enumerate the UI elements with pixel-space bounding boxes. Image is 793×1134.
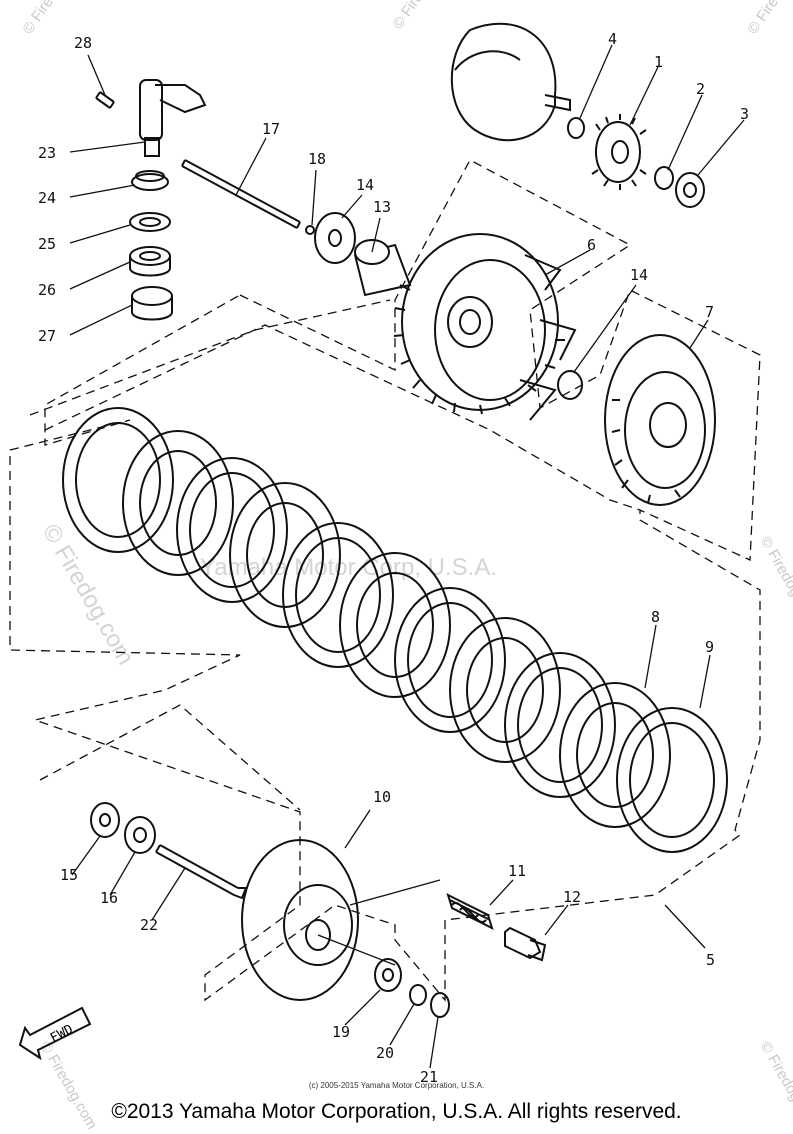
watermark-left: © Firedog.com <box>37 520 139 670</box>
watermarks: © Firedog.com © Firedog.com © Firedog.co… <box>19 0 793 1132</box>
washer-14b <box>557 370 583 400</box>
steel-plate <box>229 482 341 628</box>
friction-plate-9 <box>616 707 728 853</box>
pressure-plate-10 <box>241 839 441 1001</box>
callout-27: 27 <box>38 327 56 345</box>
nut-21 <box>430 992 450 1018</box>
rod-22 <box>155 844 248 900</box>
gear-1 <box>595 121 641 183</box>
fwd-label: FWD <box>48 1022 76 1046</box>
callout-20: 20 <box>376 1044 394 1062</box>
ball-18 <box>305 225 315 235</box>
bearing-26 <box>129 256 171 277</box>
callout-21: 21 <box>420 1068 438 1086</box>
friction-plate <box>282 522 394 668</box>
bearing-27 <box>131 296 173 321</box>
callout-8: 8 <box>651 608 660 626</box>
steel-plate <box>449 617 561 763</box>
washer-20 <box>409 984 427 1006</box>
spring-11 <box>446 893 494 930</box>
nut-3 <box>675 172 705 208</box>
callout-3: 3 <box>740 105 749 123</box>
push-rod-group <box>181 159 412 297</box>
callout-13: 13 <box>373 198 391 216</box>
callout-1: 1 <box>654 53 663 71</box>
release-lever-assembly <box>95 79 207 321</box>
primary-drive-gear <box>567 114 705 208</box>
watermark-top-center: © Firedog.com <box>389 0 459 32</box>
leader-lines <box>69 44 745 1069</box>
lever-23 <box>139 79 163 141</box>
push-rod-17 <box>181 159 301 229</box>
copyright-notice: ©2013 Yamaha Motor Corporation, U.S.A. A… <box>111 1100 682 1123</box>
washer-14a <box>314 212 356 264</box>
outline-plates <box>44 324 641 511</box>
clutch-housing-6 <box>393 233 577 421</box>
watermark-top-right: © Firedog.com <box>744 0 793 37</box>
watermark-right: © Firedog.com <box>757 534 793 628</box>
friction-plate <box>176 457 288 603</box>
callout-14b: 14 <box>630 266 648 284</box>
steel-plate-8 <box>559 682 671 828</box>
group-outlines <box>9 159 761 1002</box>
outline-pressure <box>39 704 301 811</box>
callout-9: 9 <box>705 638 714 656</box>
callout-5: 5 <box>706 951 715 969</box>
friction-plate <box>394 587 506 733</box>
outline-clutch-pack <box>9 159 761 1002</box>
callout-22: 22 <box>140 916 158 934</box>
primary-drive-housing <box>450 22 571 142</box>
steel-plate <box>339 552 451 698</box>
washer-2 <box>654 166 674 190</box>
callout-7: 7 <box>705 303 714 321</box>
washer-19 <box>374 958 402 992</box>
callout-15: 15 <box>60 866 78 884</box>
watermark-top-left: © Firedog.com <box>19 0 89 37</box>
nut-16 <box>124 816 156 854</box>
callout-19: 19 <box>332 1023 350 1041</box>
callout-14a: 14 <box>356 176 374 194</box>
callout-18: 18 <box>308 150 326 168</box>
steel-plate <box>122 430 234 576</box>
copyright-small: (c) 2005-2015 Yamaha Motor Corporation, … <box>308 1081 485 1090</box>
callout-6: 6 <box>587 236 596 254</box>
lower-left-parts <box>90 802 248 900</box>
callout-26: 26 <box>38 281 56 299</box>
pin-28 <box>95 91 115 109</box>
callout-4: 4 <box>608 30 617 48</box>
callout-17: 17 <box>262 120 280 138</box>
clutch-boss-7 <box>604 334 716 506</box>
callout-16: 16 <box>100 889 118 907</box>
callout-12: 12 <box>563 888 581 906</box>
clutch-plates <box>62 407 728 853</box>
spring-24 <box>131 173 169 191</box>
callout-28: 28 <box>74 34 92 52</box>
friction-plate <box>62 407 174 553</box>
callout-10: 10 <box>373 788 391 806</box>
seal-25 <box>129 212 171 232</box>
callout-2: 2 <box>696 80 705 98</box>
pressure-hardware <box>374 893 547 1018</box>
callout-24: 24 <box>38 189 56 207</box>
callout-25: 25 <box>38 235 56 253</box>
callout-numbers: 1 2 3 4 5 6 7 8 9 10 11 12 13 14 14 15 1… <box>38 30 749 1086</box>
washer-15 <box>90 802 120 838</box>
callout-11: 11 <box>508 862 526 880</box>
watermark-center: Yamaha Motor Corp, U.S.A. <box>200 554 497 581</box>
circlip-4 <box>567 117 585 139</box>
callout-23: 23 <box>38 144 56 162</box>
bolt-12 <box>504 926 542 960</box>
friction-plate <box>504 652 616 798</box>
